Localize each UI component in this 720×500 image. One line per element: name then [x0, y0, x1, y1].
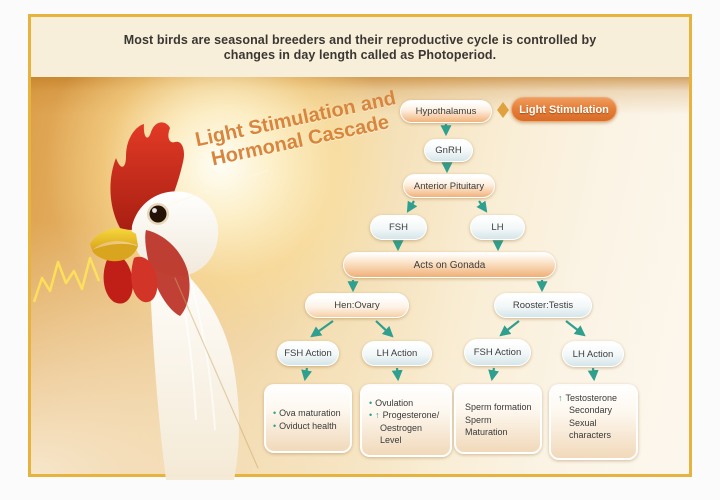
outcome-line-text: Ova maturation: [279, 408, 341, 419]
bullet-dot-icon: •: [369, 397, 373, 408]
flow-node-hen-ovary: Hen:Ovary: [305, 293, 409, 318]
header-text-line1: Most birds are seasonal breeders and the…: [123, 32, 597, 47]
outcome-line-text: Sperm Maturation: [465, 414, 508, 438]
outcome-line-text: Testosterone: [565, 393, 618, 403]
chicken-cheek: [145, 230, 190, 316]
outcome-line-text: Secondary: [569, 405, 613, 416]
light-ray: [167, 169, 269, 469]
diamond-connector-icon: [497, 102, 509, 118]
up-arrow-icon: ↑: [558, 393, 563, 403]
flow-node-fsh-action-hen: FSH Action: [277, 341, 339, 366]
outcome-line-text: Oestrogen Level: [380, 422, 423, 445]
outcome-line-text: Ovulation: [375, 397, 414, 408]
bullet-dot-icon: •: [369, 410, 373, 421]
flow-node-hypothalamus: Hypothalamus: [400, 100, 492, 123]
flow-node-fsh: FSH: [370, 215, 427, 240]
flow-node-fsh-action-rooster: FSH Action: [464, 339, 531, 366]
flow-node-rooster-testis: Rooster:Testis: [494, 293, 592, 318]
outcome-box-hen-lh: •Ovulation•↑Progesterone/Oestrogen Level: [360, 384, 452, 457]
outcome-box-hen-fsh: •Ova maturation•Oviduct health: [264, 384, 352, 453]
chicken-wattle: [103, 253, 133, 304]
flow-arrows: [301, 124, 599, 382]
flow-node-lh-action-rooster: LH Action: [562, 341, 624, 367]
outcome-line-text: Oviduct health: [279, 420, 337, 431]
bullet-dot-icon: •: [273, 420, 277, 431]
chicken-illustration: [90, 122, 239, 480]
mountain-zigzag-icon: [32, 256, 101, 303]
up-arrow-icon: ↑: [375, 410, 380, 421]
flow-node-anterior-pituitary: Anterior Pituitary: [403, 174, 495, 198]
flow-node-lh: LH: [470, 215, 525, 240]
outcome-line-text: Progesterone/: [382, 410, 440, 421]
outcome-line-text: Sperm formation: [465, 402, 532, 413]
header-text-line2: changes in day length called as Photoper…: [223, 47, 497, 62]
chicken-beak-lower: [92, 243, 138, 262]
chicken-beak-upper: [90, 228, 138, 250]
flow-node-gnrh: GnRH: [424, 139, 473, 162]
header-band: Most birds are seasonal breeders and the…: [31, 17, 689, 77]
bullet-dot-icon: •: [273, 408, 277, 419]
chicken-eye: [147, 203, 169, 225]
light-stimulation-badge: Light Stimulation: [511, 97, 617, 122]
flow-node-acts-on-gonada: Acts on Gonada: [343, 252, 556, 278]
outcome-line-text: characters: [569, 430, 612, 441]
chicken-wattle-2: [131, 256, 158, 303]
outcome-line-text: Sexual: [569, 417, 597, 428]
flow-node-lh-action-hen: LH Action: [362, 341, 432, 366]
